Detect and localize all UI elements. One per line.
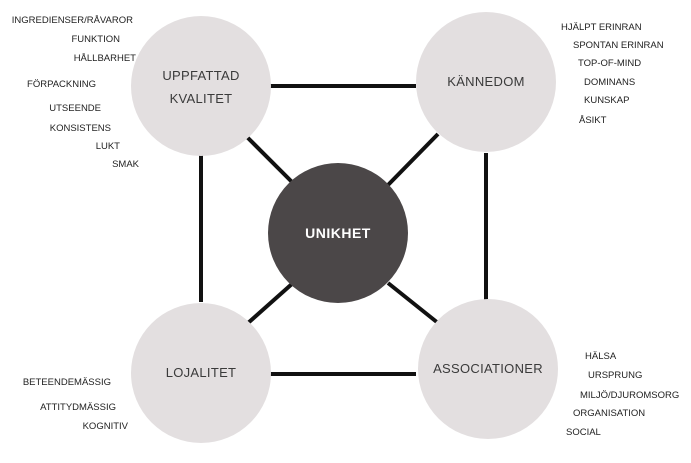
attr-lojalitet-3: KOGNITIV [82, 421, 128, 432]
node-label-associationer: ASSOCIATIONER [433, 361, 543, 376]
node-lojalitet [131, 303, 271, 443]
node-label-lojalitet: LOJALITET [166, 365, 237, 380]
connector-diagonal-top-left [242, 132, 295, 185]
node-label-uppfattad-line2: KVALITET [170, 91, 233, 106]
attr-associationer-1: HÄLSA [585, 351, 617, 362]
attr-uppfattad-2: FUNKTION [71, 34, 120, 45]
attr-uppfattad-5: UTSEENDE [49, 103, 101, 114]
attr-uppfattad-6: KONSISTENS [49, 123, 111, 134]
node-kannedom [416, 12, 556, 152]
attr-kannedom-2: SPONTAN ERINRAN [573, 40, 664, 51]
node-unikhet [268, 163, 408, 303]
attr-associationer-2: URSPRUNG [588, 370, 643, 381]
node-uppfattad-kvalitet [131, 16, 271, 156]
node-label-kannedom: KÄNNEDOM [447, 74, 525, 89]
node-associationer [418, 299, 558, 439]
connector-diagonal-bottom-right [386, 281, 440, 325]
attr-kannedom-5: KUNSKAP [584, 95, 630, 106]
attr-kannedom-6: ÅSIKT [579, 115, 607, 126]
attr-associationer-4: ORGANISATION [573, 408, 646, 419]
attr-kannedom-4: DOMINANS [584, 77, 636, 88]
connector-diagonal-top-right [386, 132, 440, 187]
node-label-uppfattad-line1: UPPFATTAD [162, 68, 239, 83]
attr-associationer-3: MILJÖ/DJUROMSORG [580, 390, 680, 401]
attr-lojalitet-1: BETEENDEMÄSSIG [22, 377, 111, 388]
attr-uppfattad-4: FÖRPACKNING [27, 79, 96, 90]
connector-diagonal-bottom-left [246, 281, 295, 325]
attr-uppfattad-3: HÅLLBARHET [73, 53, 136, 64]
attr-kannedom-1: HJÄLPT ERINRAN [561, 22, 642, 33]
attr-uppfattad-7: LUKT [95, 141, 120, 152]
attr-lojalitet-2: ATTITYDMÄSSIG [40, 402, 116, 413]
attr-uppfattad-8: SMAK [112, 159, 139, 170]
attr-kannedom-3: TOP-OF-MIND [578, 58, 642, 69]
center-label-unikhet: UNIKHET [305, 225, 371, 241]
attr-uppfattad-1: INGREDIENSER/RÅVAROR [11, 15, 133, 26]
attr-associationer-5: SOCIAL [566, 427, 601, 438]
